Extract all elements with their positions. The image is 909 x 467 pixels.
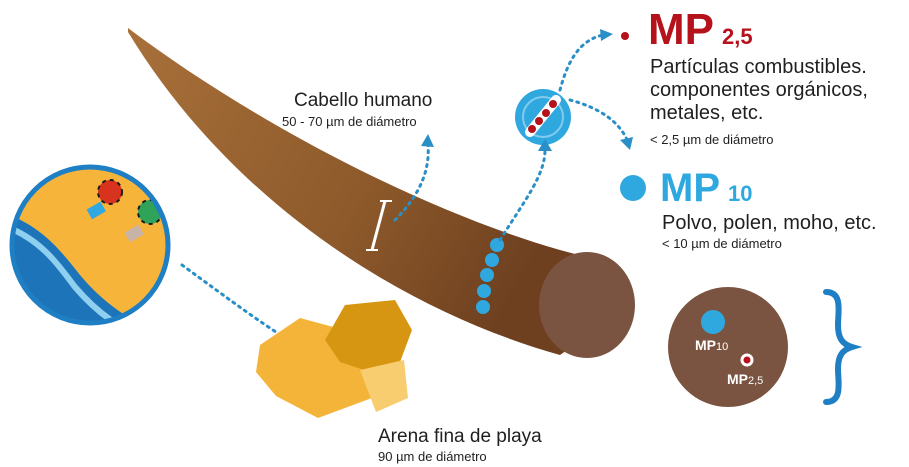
circle-mp10-sub: 10 xyxy=(716,341,729,353)
mp25-desc-line-1: Partículas combustibles. xyxy=(650,56,867,78)
mp10-title: MP 10 xyxy=(660,168,752,214)
hair-title: Cabello humano xyxy=(294,90,433,111)
beach-icon xyxy=(9,164,171,326)
mp10-particles-on-hair xyxy=(476,238,504,314)
particle-zoom-icon xyxy=(515,89,571,145)
circle-mp25-label: MP2,5 xyxy=(727,371,763,387)
mp10-dot xyxy=(620,175,646,201)
comparison-circle xyxy=(668,287,788,407)
mp10-sub: 10 xyxy=(728,181,753,206)
circle-mp10-label: MP10 xyxy=(695,337,728,353)
sand-title: Arena fina de playa xyxy=(378,426,542,447)
sand-grain-icon xyxy=(256,300,412,418)
brace-icon xyxy=(823,289,863,405)
hair-size: 50 - 70 µm de diámetro xyxy=(282,114,417,129)
sand-size: 90 µm de diámetro xyxy=(378,449,487,464)
circle-mp25-text: MP xyxy=(727,371,748,387)
mp25-desc-line-2: componentes orgánicos, xyxy=(650,79,868,101)
circle-mp25-sub: 2,5 xyxy=(748,375,764,387)
mp25-title: MP 2,5 xyxy=(648,8,753,59)
mp25-label: MP xyxy=(648,5,714,54)
mp10-size: < 10 µm de diámetro xyxy=(662,236,782,251)
hair-strand-icon xyxy=(128,28,635,358)
mp10-desc: Polvo, polen, moho, etc. xyxy=(662,212,877,234)
mp25-sub: 2,5 xyxy=(722,24,753,49)
circle-mp10-text: MP xyxy=(695,337,716,353)
mp25-size: < 2,5 µm de diámetro xyxy=(650,132,774,147)
mp25-desc-line-3: metales, etc. xyxy=(650,102,764,124)
mp10-label: MP xyxy=(660,166,720,210)
mp25-dot xyxy=(621,32,629,40)
